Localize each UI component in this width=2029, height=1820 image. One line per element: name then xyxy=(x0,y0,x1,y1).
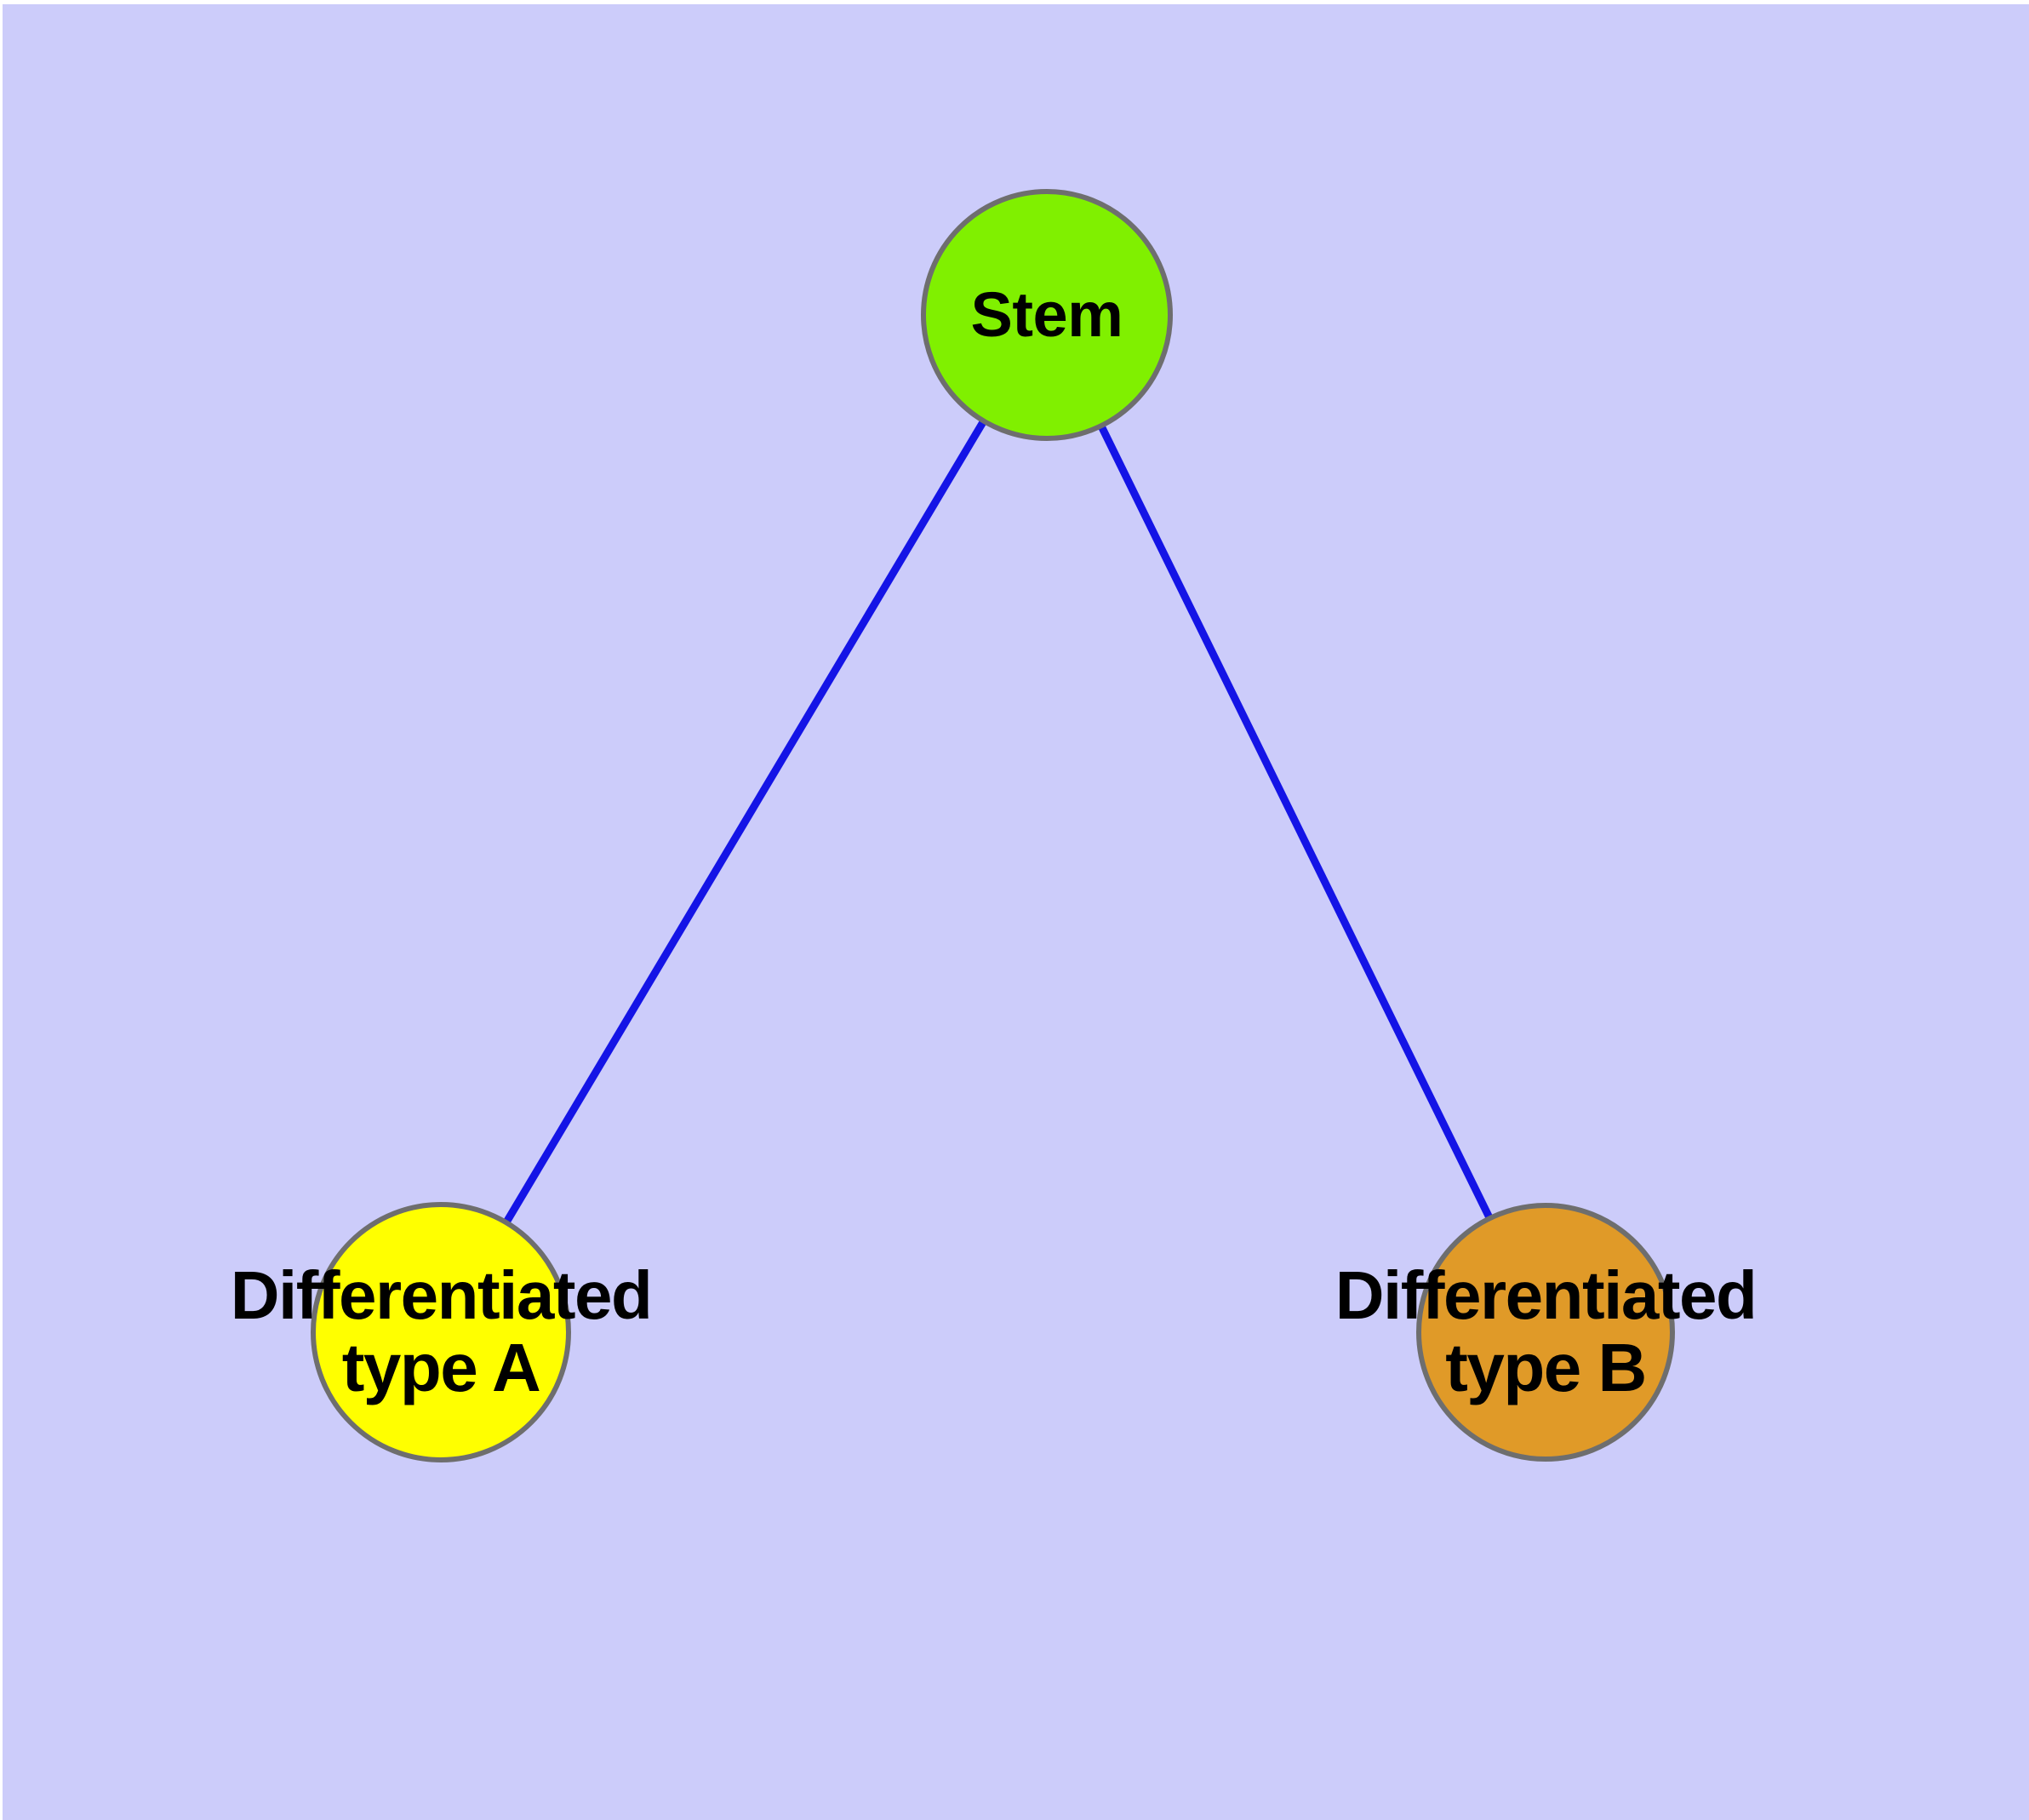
node-circle-diff-a[interactable] xyxy=(311,1202,571,1462)
edge-stem-diff-a xyxy=(437,312,1050,1335)
edge-stem-diff-b xyxy=(1043,313,1550,1334)
graph-svg xyxy=(311,189,1675,1462)
nodes-layer xyxy=(311,189,1675,1462)
node-circle-stem[interactable] xyxy=(921,189,1173,441)
edges-layer xyxy=(437,312,1550,1335)
node-circle-diff-b[interactable] xyxy=(1416,1203,1675,1462)
